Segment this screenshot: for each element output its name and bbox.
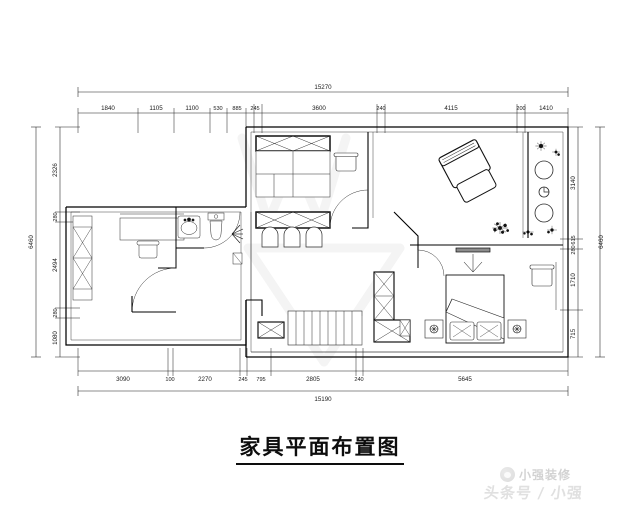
dim-right-2: 280 [571,245,577,254]
dim-top-1: 1105 [149,105,163,112]
dim-bot-1: 100 [165,377,174,383]
toilet [207,212,225,241]
bedroom-cabinet-left [399,319,411,337]
balcony-plants [535,141,560,235]
exterior-walls [65,126,569,358]
dim-bot-3: 245 [238,377,247,383]
title-underline [236,463,404,466]
room-dining [329,132,374,229]
room-kitchen [255,135,331,248]
dim-bot-6: 240 [354,377,363,383]
dim-top-3: 530 [213,106,222,112]
door-swing-dining [329,189,369,229]
dim-top-5: 245 [250,106,259,112]
dim-right-0: 3140 [570,176,577,190]
dim-bot-0: 3090 [116,376,130,383]
counter-upper [255,135,331,152]
dim-top-10: 1410 [539,105,553,112]
dim-top-9: 200 [516,106,525,112]
avatar-logo-icon [500,467,515,482]
counter-lower [255,211,331,229]
armchair [438,139,497,203]
plant-cluster-living [492,222,534,237]
footer-watermark: 小强装修 头条号 / 小强 [482,466,632,511]
tv-wall-unit [455,247,491,273]
room-living [393,139,534,250]
dim-right-1: 615 [571,235,577,244]
dim-bot-7: 5645 [458,376,472,383]
staircase [287,310,363,346]
room-bathroom [176,211,244,265]
drawing-title-block: 家具平面布置图 [0,435,640,466]
dining-chair [333,152,359,172]
dim-left-total: 6460 [28,235,35,249]
dim-top-4: 885 [232,106,241,112]
wardrobe [72,215,93,301]
bar-stools [261,226,323,248]
dim-left-1: 280 [53,212,59,221]
door-swing-bedroom [417,249,445,277]
desk-chair [136,240,160,259]
dim-bot-4: 795 [256,377,265,383]
dim-left-2: 2494 [52,258,59,272]
dim-bot-2: 2270 [198,376,212,383]
dimension-chain-left [31,126,80,358]
dim-bot-5: 2805 [306,376,320,383]
balcony [522,132,560,238]
room-stair-hall [246,271,411,346]
dimension-chain-top [77,87,569,133]
dim-right-total: 6460 [598,235,605,249]
dim-top-8: 4115 [444,105,458,112]
dim-top-0: 1840 [101,105,115,112]
dim-right-3: 1710 [570,273,577,287]
hall-cabinet [257,321,285,339]
dim-top-total: 15270 [314,84,332,91]
bedroom-chair [529,264,555,287]
sink [177,215,201,239]
door-swing-bathroom [176,211,241,249]
dim-top-6: 3600 [312,105,326,112]
room-master-bedroom [399,244,563,344]
dim-left-4: 1080 [52,331,59,345]
dim-right-4: 715 [570,328,577,339]
dim-top-2: 1100 [185,105,199,112]
watermark-brand-line: 小强装修 [500,466,571,483]
dimension-chain-bottom [77,348,569,396]
dimension-chain-right [560,126,605,358]
watermark-account-text: 头条号 / 小强 [482,484,584,502]
door-swing-study [131,267,177,313]
watermark-brand-text: 小强装修 [519,468,572,482]
dim-left-3: 280 [53,308,59,317]
page-title: 家具平面布置图 [239,435,401,459]
double-bed [445,274,505,344]
plant-symbol-left [231,224,244,244]
room-study-left [72,207,185,313]
dim-bottom-total: 15190 [314,396,332,403]
planters [534,160,554,223]
dim-top-7: 240 [376,106,385,112]
desk [119,213,185,241]
dim-left-0: 2326 [52,163,59,177]
dimension-labels: 15270 1840 1105 1100 530 885 245 3600 24… [28,84,605,403]
nightstand-left [424,319,444,339]
nightstand-right [507,319,527,339]
